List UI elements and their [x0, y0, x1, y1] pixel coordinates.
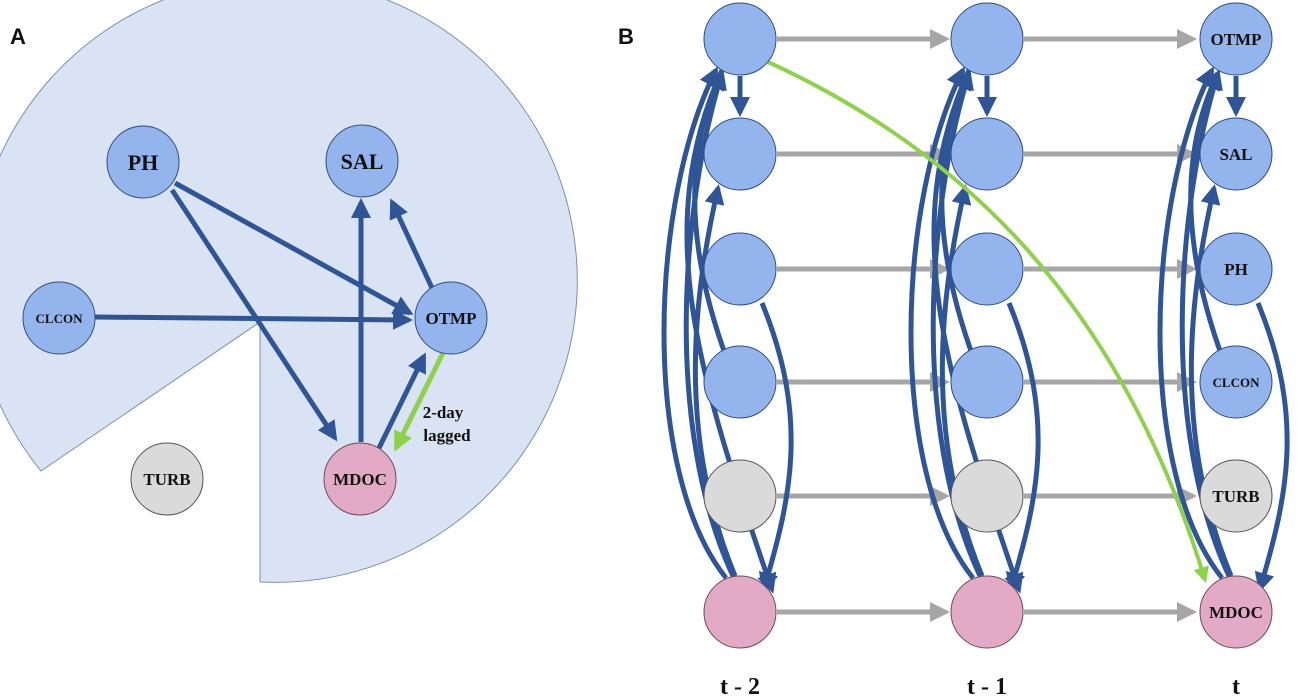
node-ph-t-label: PH: [1224, 260, 1248, 279]
node-sal-label: SAL: [341, 149, 384, 174]
col1-mdoc-to-otmp-outer: [661, 66, 728, 580]
node-otmp-t-label: OTMP: [1211, 30, 1262, 49]
node-clcon-t-minus-2: [703, 345, 777, 419]
node-ph-t: PH: [1199, 232, 1273, 306]
node-sal-t-label: SAL: [1219, 145, 1252, 164]
node-ph-label: PH: [128, 150, 159, 175]
node-ph-t-minus-1: [950, 232, 1024, 306]
col1-ph-to-mdoc: [758, 302, 794, 593]
edge-otmp-to-sal: [389, 198, 435, 290]
panel-a-edges: [94, 180, 435, 450]
edge-ph-to-otmp: [173, 180, 414, 316]
panel-a-nodes: PH SAL CLCON OTMP TURB MDOC: [22, 124, 488, 516]
node-otmp-t: OTMP: [1199, 2, 1273, 76]
edge-ph-to-mdoc: [169, 188, 338, 442]
node-otmp-label: OTMP: [426, 309, 477, 328]
time-axis-labels: t - 2 t - 1 t: [720, 674, 1240, 699]
node-mdoc: MDOC: [323, 442, 397, 516]
graph-region: [0, 0, 578, 583]
lag-annotation-line1: 2-day: [423, 403, 464, 422]
edge-mdoc-to-otmp: [376, 352, 427, 450]
panel-b: B: [618, 2, 1290, 699]
edge-otmp-to-mdoc-lagged: [393, 351, 446, 452]
node-mdoc-label: MDOC: [333, 470, 387, 489]
panel-b-column-t: OTMP SAL PH CLCON TURB MDOC: [1199, 2, 1273, 649]
col3-clcon-to-otmp: [1188, 69, 1227, 363]
node-sal-t-minus-2: [703, 117, 777, 191]
panel-a-label: A: [10, 24, 26, 49]
lagged-edge-otmp-to-mdoc: [767, 60, 1209, 584]
node-clcon-t-label: CLCON: [1213, 375, 1261, 390]
node-mdoc-t-minus-2: [703, 575, 777, 649]
node-turb-label: TURB: [143, 470, 190, 489]
node-otmp-t-minus-2: [703, 2, 777, 76]
node-turb-t: TURB: [1199, 459, 1273, 533]
col2-ph-to-mdoc: [1005, 302, 1041, 593]
node-mdoc-t-minus-1: [950, 575, 1024, 649]
node-turb: TURB: [130, 442, 204, 516]
col2-mdoc-to-otmp-outer: [908, 66, 975, 580]
col3-ph-to-mdoc: [1254, 302, 1290, 593]
node-sal-t-minus-1: [950, 117, 1024, 191]
node-otmp: OTMP: [414, 281, 488, 355]
time-label-t-minus-2: t - 2: [720, 674, 760, 699]
node-clcon: CLCON: [22, 281, 96, 355]
node-turb-t-minus-2: [703, 459, 777, 533]
node-mdoc-t: MDOC: [1199, 575, 1273, 649]
node-sal: SAL: [325, 124, 399, 198]
node-sal-t: SAL: [1199, 117, 1273, 191]
lag-annotation: 2-day lagged: [423, 403, 471, 445]
time-label-t-minus-1: t - 1: [967, 674, 1007, 699]
panel-b-column-t-minus-2: [703, 2, 777, 649]
node-clcon-t: CLCON: [1199, 345, 1273, 419]
node-ph-t-minus-2: [703, 232, 777, 306]
node-ph: PH: [106, 125, 180, 199]
edge-clcon-to-otmp: [94, 309, 413, 330]
node-mdoc-t-label: MDOC: [1209, 603, 1263, 622]
col3-mdoc-to-otmp-outer: [1157, 66, 1224, 580]
node-clcon-t-minus-1: [950, 345, 1024, 419]
time-label-t: t: [1232, 674, 1240, 699]
node-turb-t-label: TURB: [1212, 487, 1259, 506]
panel-b-column-t-minus-1: [950, 2, 1024, 649]
node-otmp-t-minus-1: [950, 2, 1024, 76]
node-clcon-label: CLCON: [36, 311, 84, 326]
node-turb-t-minus-1: [950, 459, 1024, 533]
panel-b-label: B: [618, 24, 634, 49]
panel-a: A PH SAL CLCON: [0, 0, 578, 583]
lag-annotation-line2: lagged: [423, 426, 471, 445]
